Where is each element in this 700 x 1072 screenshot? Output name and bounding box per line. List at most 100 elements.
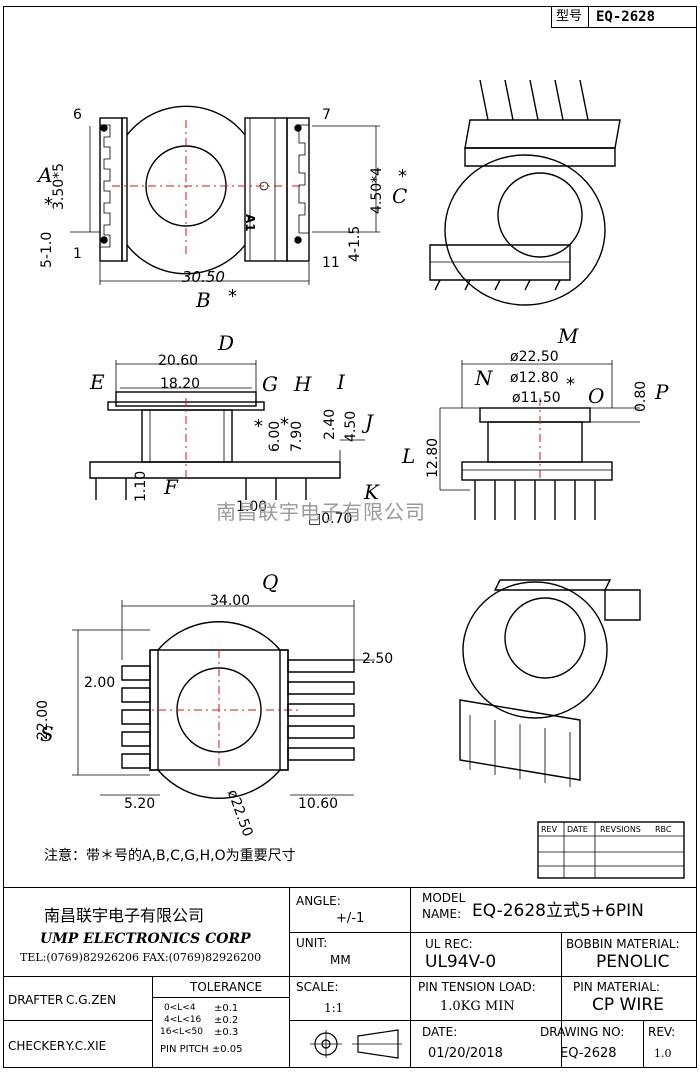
top-view	[70, 105, 380, 285]
ulrec-value: UL94V-0	[425, 952, 497, 972]
iso-view-top	[429, 79, 621, 306]
dim-240: 2.40	[322, 408, 338, 440]
bobbin-label: BOBBIN MATERIAL:	[566, 937, 680, 951]
dim-label-d: D	[218, 331, 235, 355]
pin-pitch: PIN PITCH ±0.05	[160, 1044, 243, 1055]
tol-value-0: ±0.1	[214, 1003, 239, 1014]
dim-label-p: P	[655, 380, 669, 404]
dim-label-h: H	[294, 372, 312, 396]
dim-label-c: C	[392, 184, 408, 208]
dim-star-a: *	[44, 194, 53, 215]
tol-range-1: 4<L<16	[164, 1015, 202, 1025]
tol-range-0: 0<L<4	[164, 1003, 196, 1013]
side-view	[439, 360, 640, 520]
dim-3050: 30.50	[182, 268, 225, 286]
pintension-label: PIN TENSION LOAD:	[418, 980, 536, 994]
angle-label: ANGLE:	[296, 894, 341, 908]
dim-pin11: 11	[322, 255, 340, 271]
pinmaterial-label: PIN MATERIAL:	[573, 980, 660, 994]
dim-star-o: *	[566, 374, 575, 395]
front-view	[89, 360, 365, 500]
date-value: 01/20/2018	[428, 1046, 503, 1061]
dim-label-l: L	[402, 444, 416, 468]
bottom-view	[72, 600, 375, 799]
dim-label-g: G	[262, 372, 278, 396]
dim-label-q: Q	[262, 570, 279, 594]
drawingno-label: DRAWING NO:	[540, 1025, 625, 1039]
rev-col-rev: REV	[541, 825, 558, 834]
dim-star-g: *	[254, 416, 263, 437]
company-name-cn: 南昌联宇电子有限公司	[44, 906, 205, 925]
scale-value: 1:1	[324, 1001, 344, 1015]
dim-100: 1.00	[236, 499, 268, 515]
rev-col-rbc: RBC	[655, 825, 672, 834]
dim-phi2250: ø22.50	[510, 349, 559, 365]
revision-table	[537, 821, 685, 879]
tol-value-2: ±0.3	[214, 1027, 239, 1038]
tol-range-2: 16<L<50	[160, 1027, 204, 1037]
dim-label-m: M	[558, 324, 579, 348]
name-value: EQ-2628立式5+6PIN	[472, 901, 644, 921]
dim-label-e: E	[90, 370, 105, 394]
ulrec-label: UL REC:	[425, 937, 473, 951]
tolerance-label: TOLERANCE	[190, 980, 263, 994]
dim-phi1150: ø11.50	[512, 390, 561, 406]
iso-view-bottom	[459, 579, 641, 787]
dim-label-k: K	[364, 480, 379, 504]
dim-label-s: S	[40, 722, 54, 746]
company-contact: TEL:(0769)82926206 FAX:(0769)82926200	[20, 951, 262, 964]
watermark: 南昌联宇电子有限公司	[216, 500, 426, 524]
note-text: 注意：带＊号的A,B,C,G,H,O为重要尺寸	[44, 848, 296, 864]
dim-pin7: 7	[322, 107, 331, 123]
angle-value: +/-1	[336, 911, 365, 926]
dim-4-15: 4-1.5	[347, 225, 363, 262]
dim-label-a: A	[38, 163, 53, 187]
dim-110: 1.10	[133, 470, 149, 502]
drafter-value: C.G.ZEN	[66, 993, 117, 1007]
title-block-border	[3, 887, 697, 1068]
scale-label: SCALE:	[296, 980, 339, 994]
dim-080: 0.80	[633, 380, 649, 412]
dim-250: 2.50	[362, 651, 394, 667]
date-label: DATE:	[422, 1025, 458, 1039]
dim-label-b: B	[196, 288, 211, 312]
tol-value-1: ±0.2	[214, 1015, 239, 1026]
rev-label: REV:	[648, 1025, 676, 1039]
dim-label-o: O	[588, 384, 605, 408]
dim-5-10: 5-1.0	[39, 231, 55, 268]
pinmaterial-value: CP WIRE	[592, 995, 664, 1015]
header-model-value: EQ-2628	[596, 9, 656, 25]
dim-star-h: *	[280, 414, 289, 435]
dim-600: 6.00	[267, 420, 283, 452]
dim-350x5: 3.50*5	[51, 162, 67, 210]
rev-col-revisions: REVSIONS	[600, 825, 641, 834]
technical-drawing	[70, 79, 685, 879]
rev-col-date: DATE	[567, 825, 588, 834]
dim-star-c: *	[398, 166, 407, 187]
rev-value: 1.0	[654, 1047, 672, 1060]
bobbin-value: PENOLIC	[596, 952, 670, 972]
dim-1060: 10.60	[298, 796, 339, 812]
dim-pin6: 6	[73, 107, 82, 123]
checker-value: Y.C.XIE	[66, 1039, 107, 1053]
dim-pin1: 1	[73, 246, 82, 262]
dim-200: 2.00	[84, 675, 116, 691]
dim-790: 7.90	[289, 420, 305, 452]
drawingno-value: EQ-2628	[560, 1046, 617, 1061]
dim-2060: 20.60	[158, 353, 199, 369]
name-label: NAME:	[422, 907, 462, 921]
dim-a1: A1	[243, 214, 257, 232]
dim-450: 4.50	[343, 410, 359, 442]
dim-520: 5.20	[124, 796, 156, 812]
dim-1820: 18.20	[160, 376, 201, 392]
dim-1280: 12.80	[425, 437, 441, 478]
header-model-label: 型号	[556, 9, 583, 24]
dim-3400: 34.00	[210, 593, 251, 609]
unit-label: UNIT:	[296, 936, 328, 950]
dim-star-b: *	[228, 286, 237, 307]
dim-450x4: 4.50*4	[369, 166, 385, 214]
dim-label-f: F	[164, 475, 178, 499]
header-model-divider	[551, 6, 589, 28]
company-name-en: UMP ELECTRONICS CORP	[40, 931, 251, 947]
dim-label-j: J	[365, 410, 374, 434]
